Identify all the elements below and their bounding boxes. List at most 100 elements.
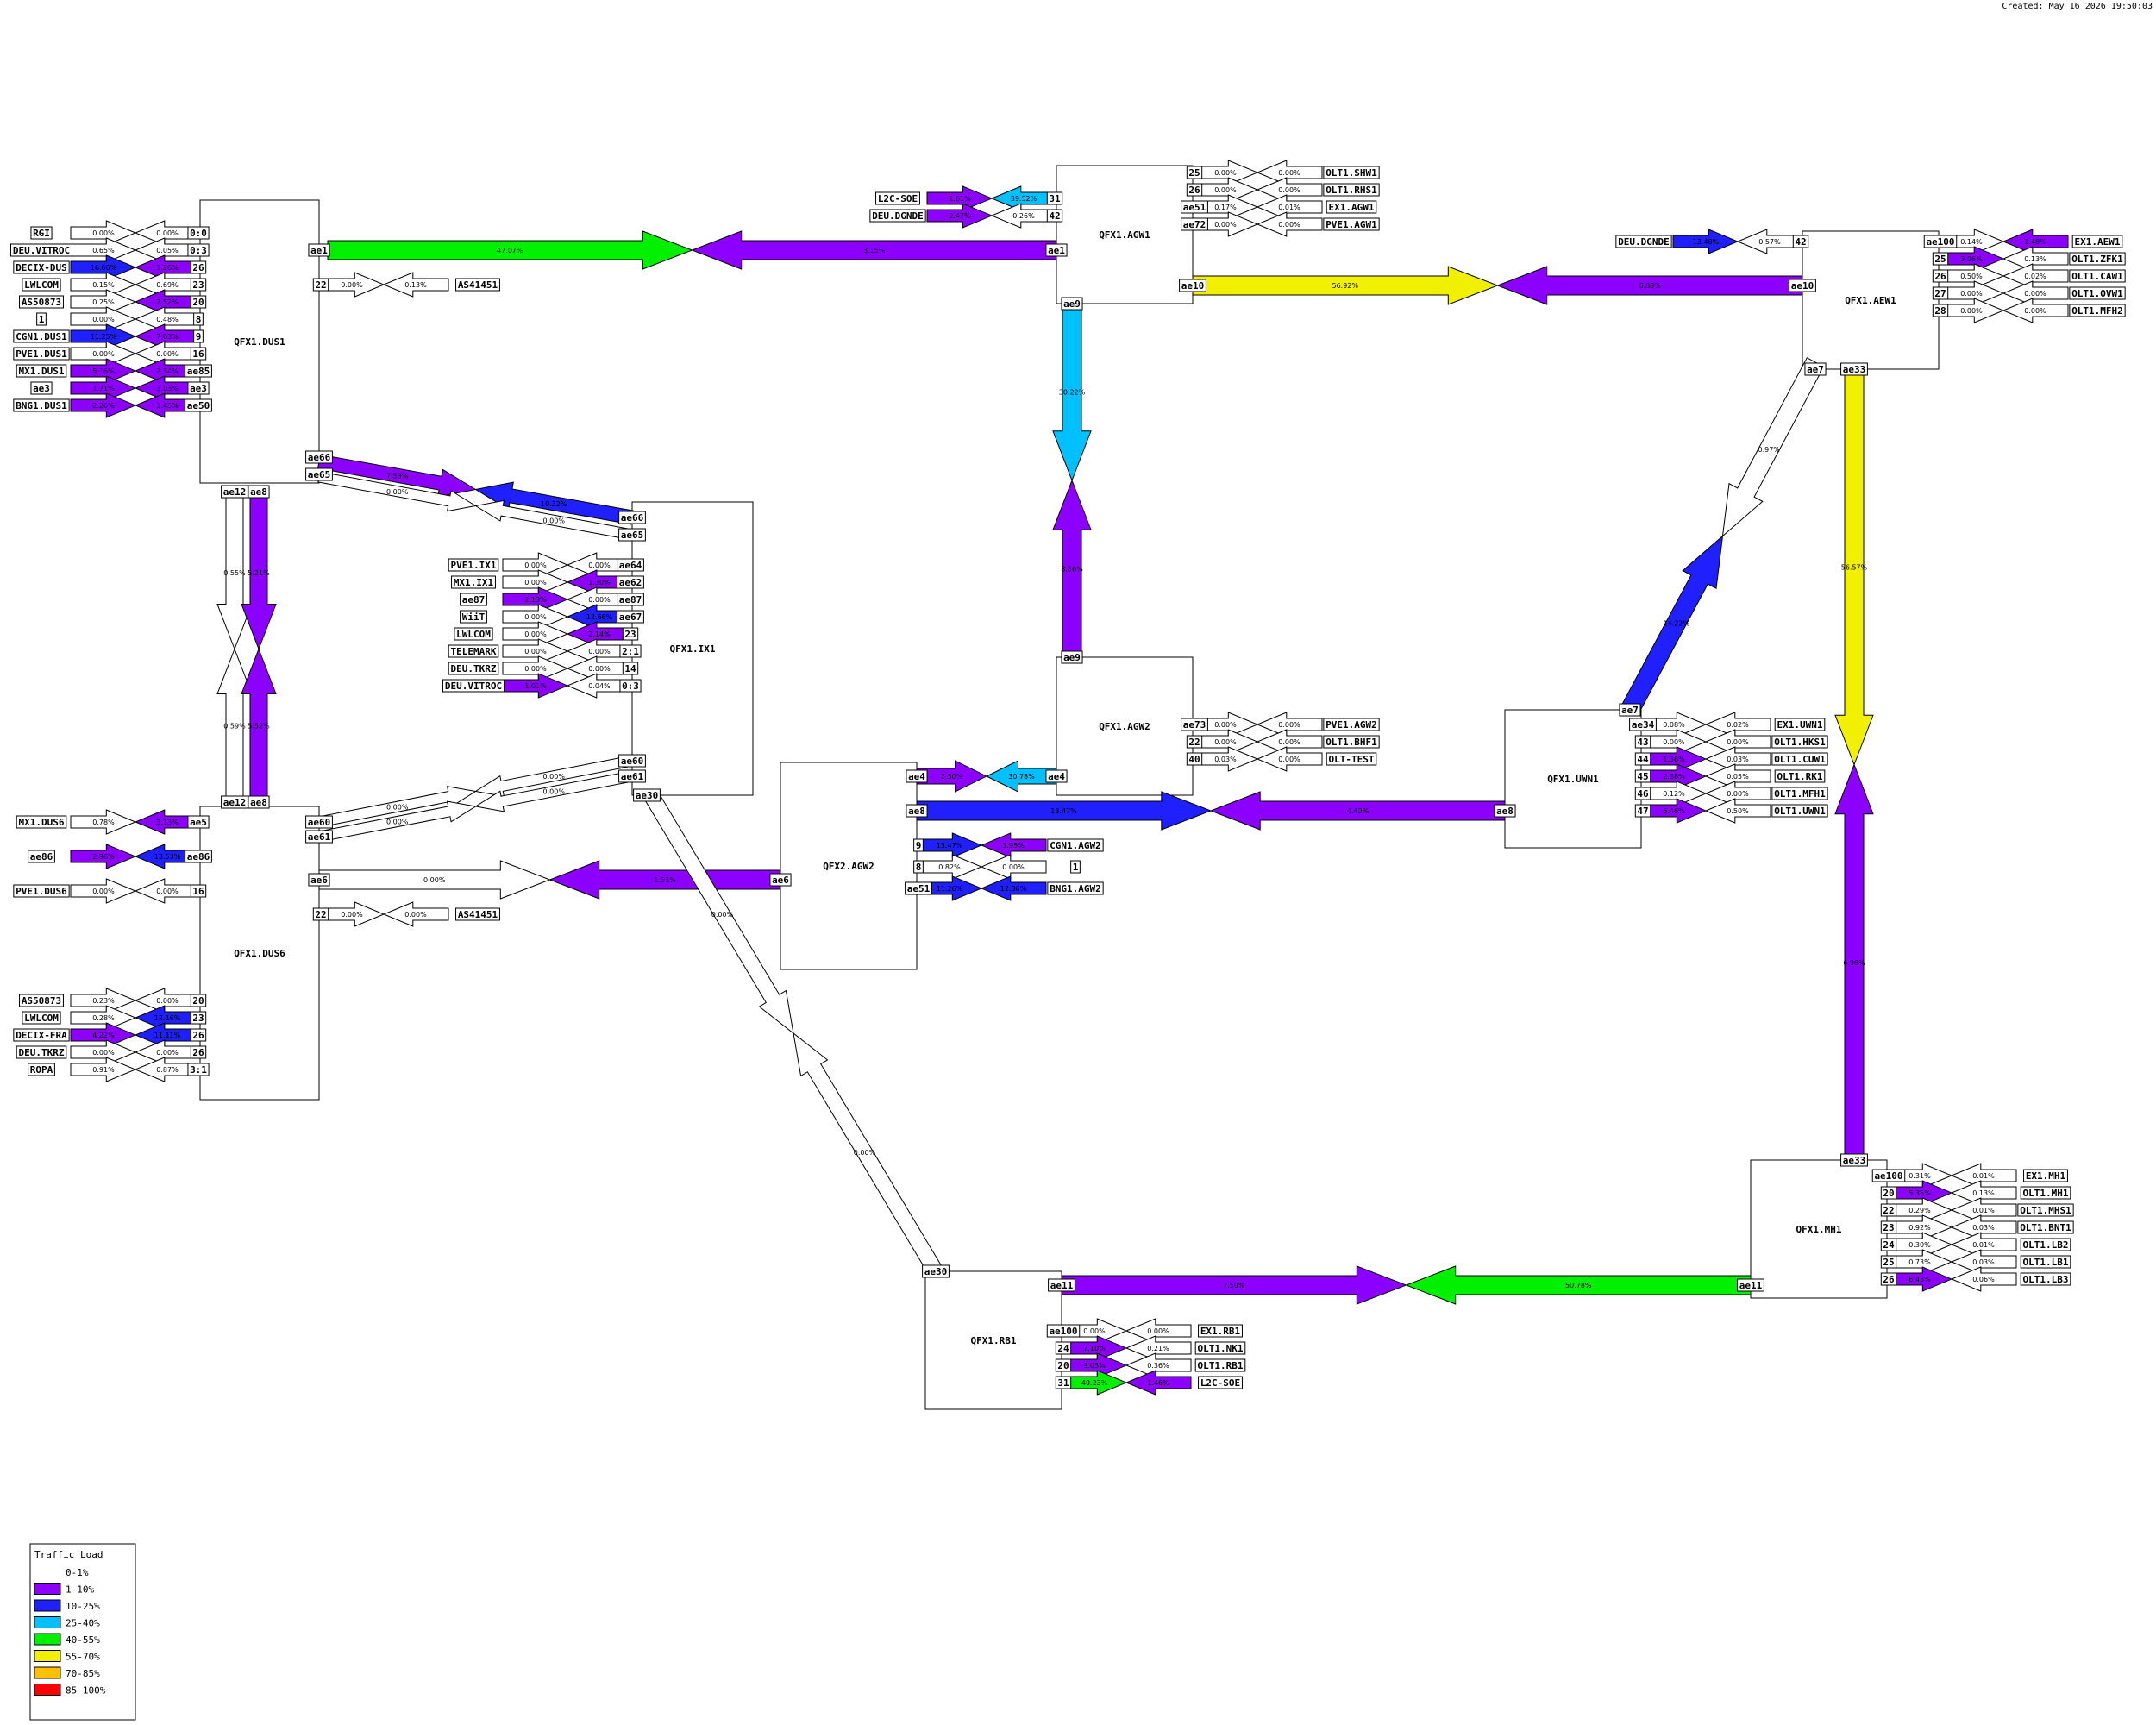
link-agw2b-uwn1-in-arrow[interactable] <box>1209 791 1506 831</box>
link-agw1-agw2-out-arrow[interactable] <box>1052 303 1092 482</box>
edge-aew1-39-in-arrow[interactable] <box>2002 280 2069 306</box>
link-aew1-uwn1-in-arrow[interactable] <box>1620 535 1724 715</box>
edge-dus6-20-in-arrow[interactable] <box>70 1057 137 1082</box>
svg-text:ae5: ae5 <box>190 817 207 828</box>
link-dus1-ix1b-in-arrow[interactable] <box>474 499 634 541</box>
edge-uwn1-49-in-arrow[interactable] <box>1704 746 1771 772</box>
svg-text:OLT1.MFH2: OLT1.MFH2 <box>2071 305 2123 317</box>
edge-uwn1-51-in-arrow[interactable] <box>1704 781 1771 806</box>
link-dus6-agw2b-in-arrow[interactable] <box>548 860 781 900</box>
link-aew1-mh1-in-arrow[interactable] <box>1834 763 1874 1161</box>
svg-text:0.00%: 0.00% <box>92 1049 115 1057</box>
edge-mh1-62-in-arrow[interactable] <box>1950 1249 2017 1275</box>
edge-agw1-29-out-pct: 39.52% <box>1011 195 1037 203</box>
svg-text:0.00%: 0.00% <box>1214 186 1237 194</box>
link-agw1-agw2-out-pct: 30.22% <box>1059 389 1086 397</box>
link-dus1-ix1-in-arrow[interactable] <box>474 481 634 525</box>
link-aew1-mh1-out-arrow[interactable] <box>1834 368 1874 766</box>
svg-text:RGI: RGI <box>33 228 50 239</box>
node-aew1-box[interactable] <box>1802 230 1940 370</box>
edge-agw2b-45-in-arrow[interactable] <box>980 854 1047 880</box>
edge-aew1-38-in-arrow[interactable] <box>2002 263 2069 289</box>
link-dus1-agw1-in-arrow[interactable] <box>691 230 1057 270</box>
edge-dus1-10-in-arrow[interactable] <box>70 392 137 418</box>
edge-mh1-63-in-arrow[interactable] <box>1950 1266 2017 1292</box>
legend-label-2: 10-25% <box>66 1601 100 1612</box>
link-dus1-ix1b-out-arrow[interactable] <box>317 471 477 512</box>
node-agw1-box[interactable] <box>1056 165 1194 304</box>
edge-mh1-60-in-arrow[interactable] <box>1950 1214 2017 1240</box>
edge-uwn1-47-port: ae34 <box>1629 718 1657 731</box>
edge-rb1-53-in-arrow[interactable] <box>1125 1318 1192 1344</box>
edge-rb1-56-in-arrow[interactable] <box>1125 1370 1192 1396</box>
edge-dus6-12-out-pct: 3.13% <box>156 819 179 826</box>
link-agw2-agw2b-out-arrow[interactable] <box>916 760 988 793</box>
edge-dus6-12-in-arrow[interactable] <box>70 809 137 835</box>
edge-uwn1-50-in-arrow[interactable] <box>1704 763 1771 789</box>
edge-agw2-42-in-arrow[interactable] <box>1256 729 1323 755</box>
edge-aew1-37-port: 25 <box>1932 252 1949 266</box>
link-dus6-ix1a-in-arrow[interactable] <box>474 755 634 797</box>
edge-dus6-14-in-arrow[interactable] <box>70 878 137 904</box>
link-rb1-mh1-in-arrow[interactable] <box>1405 1265 1752 1305</box>
edge-rb1-56-in-pct: 1.46% <box>1147 1379 1169 1387</box>
edge-agw1-30-in-arrow[interactable] <box>926 203 993 229</box>
edge-agw2b-44-in-arrow[interactable] <box>980 832 1047 858</box>
edge-uwn1-48-in-arrow[interactable] <box>1704 729 1771 755</box>
edge-aew1-35-in-arrow[interactable] <box>1672 229 1739 254</box>
link-agw1-aew1-out-arrow[interactable] <box>1192 266 1499 305</box>
edge-agw1-32-in-arrow[interactable] <box>1256 177 1323 203</box>
edge-rb1-55-in-arrow[interactable] <box>1125 1352 1192 1378</box>
link-dus1-dus6-out-arrow[interactable] <box>216 495 253 650</box>
link-dus6-ix1b-out-arrow[interactable] <box>317 800 477 843</box>
svg-text:DEU.DGNDE: DEU.DGNDE <box>872 210 924 222</box>
link-ix1-rb1-in-arrow[interactable] <box>793 1032 943 1276</box>
edge-aew1-37-in-arrow[interactable] <box>2002 246 2069 272</box>
edge-uwn1-52-in-arrow[interactable] <box>1704 798 1771 824</box>
edge-agw2-43-in-arrow[interactable] <box>1256 746 1323 772</box>
svg-text:0.00%: 0.00% <box>588 596 611 604</box>
port-dus1-0: ae1 <box>308 243 330 257</box>
edge-agw1-34-in-arrow[interactable] <box>1256 211 1323 237</box>
link-ix1-rb1-out-arrow[interactable] <box>643 790 794 1035</box>
edge-agw1-31-in-arrow[interactable] <box>1256 160 1323 185</box>
edge-dus6-15-in-arrow[interactable] <box>382 901 449 927</box>
port-aew1-0: ae10 <box>1789 279 1816 292</box>
link-agw1-agw2-in-arrow[interactable] <box>1052 479 1092 658</box>
node-ix1-label: QFX1.IX1 <box>670 643 716 655</box>
edge-mh1-59-in-arrow[interactable] <box>1950 1197 2017 1223</box>
node-rb1-box[interactable] <box>924 1270 1062 1410</box>
edge-dus6-13-in-arrow[interactable] <box>70 844 137 869</box>
link-agw2b-uwn1-out-arrow[interactable] <box>916 791 1213 831</box>
edge-ix1-28-in-arrow[interactable] <box>502 673 569 699</box>
edge-mh1-61-in-arrow[interactable] <box>1950 1232 2017 1258</box>
edge-uwn1-52-out-pct: 6.46% <box>1663 807 1685 815</box>
edge-aew1-40-port: 28 <box>1932 304 1949 317</box>
link-agw2-agw2b-in-arrow[interactable] <box>985 760 1057 793</box>
edge-ix1-21-in-pct: 0.00% <box>524 561 547 569</box>
edge-agw2b-46-in-arrow[interactable] <box>980 875 1047 901</box>
edge-dus1-7-out-pct: 0.00% <box>156 350 179 358</box>
link-dus6-agw2b-out-arrow[interactable] <box>318 860 551 900</box>
port-ix1-3: ae61 <box>618 769 646 783</box>
edge-dus1-11-in-arrow[interactable] <box>382 272 449 298</box>
edge-aew1-36-in-arrow[interactable] <box>2002 229 2069 254</box>
link-rb1-mh1-out-arrow[interactable] <box>1061 1265 1407 1305</box>
edge-rb1-54-in-arrow[interactable] <box>1125 1335 1192 1361</box>
link-dus1-ix1-out-arrow[interactable] <box>317 454 477 498</box>
link-aew1-uwn1-out-arrow[interactable] <box>1721 357 1825 537</box>
link-dus6-ix1b-in-arrow[interactable] <box>474 770 634 812</box>
link-dus1-dus6b-in-arrow[interactable] <box>241 648 277 803</box>
edge-uwn1-47-in-arrow[interactable] <box>1704 712 1771 737</box>
edge-agw1-33-in-arrow[interactable] <box>1256 194 1323 220</box>
edge-aew1-40-in-arrow[interactable] <box>2002 298 2069 323</box>
edge-mh1-58-in-arrow[interactable] <box>1950 1180 2017 1206</box>
edge-agw2-41-in-arrow[interactable] <box>1256 712 1323 737</box>
link-dus1-dus6b-out-arrow[interactable] <box>241 495 277 650</box>
svg-text:LWLCOM: LWLCOM <box>456 629 491 640</box>
link-dus1-agw1-out-arrow[interactable] <box>327 230 693 270</box>
svg-text:AS41451: AS41451 <box>458 909 498 920</box>
edge-dus6-16-peer: AS50873 <box>19 994 64 1007</box>
link-agw1-aew1-in-arrow[interactable] <box>1496 266 1803 305</box>
edge-mh1-57-in-arrow[interactable] <box>1950 1163 2017 1189</box>
